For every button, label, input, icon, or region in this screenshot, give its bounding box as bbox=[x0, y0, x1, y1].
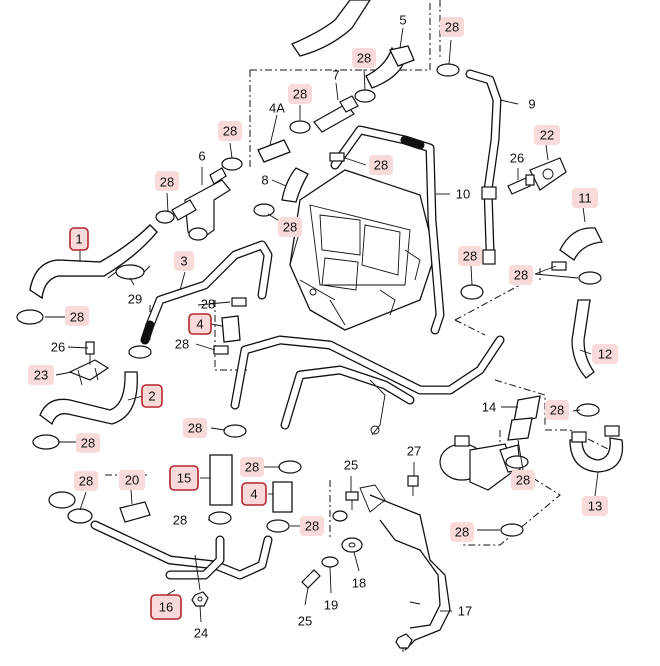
hose-1 bbox=[29, 224, 158, 300]
hose-3 bbox=[140, 240, 273, 345]
bracket-20 bbox=[119, 501, 151, 523]
label-28: 28 bbox=[305, 519, 319, 534]
label-28: 28 bbox=[160, 175, 174, 190]
label-28: 28 bbox=[173, 513, 187, 528]
label-part-20: 20 bbox=[125, 473, 139, 488]
engine-block-outline bbox=[289, 169, 436, 331]
nut-24 bbox=[191, 591, 209, 607]
label-28: 28 bbox=[516, 473, 530, 488]
hose-14 bbox=[507, 395, 541, 441]
label-part-27: 27 bbox=[407, 444, 421, 459]
label-part-24: 24 bbox=[194, 626, 208, 641]
label-part-19: 19 bbox=[324, 598, 338, 613]
bolt-26-top bbox=[507, 174, 535, 195]
label-part-18: 18 bbox=[352, 576, 366, 591]
label-part-4: 4 bbox=[250, 487, 257, 502]
label-28: 28 bbox=[445, 20, 459, 35]
label-28: 28 bbox=[283, 220, 297, 235]
bracket-23 bbox=[68, 359, 110, 386]
label-part-9: 9 bbox=[528, 97, 535, 112]
label-28: 28 bbox=[79, 474, 93, 489]
clamp-29 bbox=[107, 264, 151, 280]
pipe-9 bbox=[465, 69, 502, 265]
washer-18 bbox=[332, 510, 363, 553]
label-part-12: 12 bbox=[598, 347, 612, 362]
label-28: 28 bbox=[293, 87, 307, 102]
hose-5 bbox=[365, 45, 415, 89]
label-28: 28 bbox=[514, 268, 528, 283]
label-part-4: 4 bbox=[196, 317, 203, 332]
label-part-4A: 4A bbox=[269, 101, 285, 116]
lower-coolant-pipe bbox=[230, 335, 505, 436]
label-28: 28 bbox=[463, 249, 477, 264]
label-part-3: 3 bbox=[180, 254, 187, 269]
hose-16 bbox=[90, 520, 273, 591]
label-part-25: 25 bbox=[344, 458, 358, 473]
label-28: 28 bbox=[223, 124, 237, 139]
bolt-25-upper bbox=[345, 491, 359, 510]
washer-19 bbox=[321, 556, 339, 568]
coolant-pump bbox=[439, 435, 521, 491]
bracket-17 bbox=[359, 484, 451, 651]
hose-4-upper bbox=[221, 315, 241, 343]
hose-clamps bbox=[16, 63, 602, 537]
label-28: 28 bbox=[188, 421, 202, 436]
bolt-17-stud bbox=[409, 601, 421, 605]
label-part-8: 8 bbox=[261, 173, 268, 188]
label-part-5: 5 bbox=[399, 13, 406, 28]
hose-2 bbox=[39, 371, 138, 426]
bolt-27 bbox=[407, 475, 419, 496]
hose-13 bbox=[569, 425, 624, 473]
label-part-2: 2 bbox=[148, 389, 155, 404]
hose-4-lower bbox=[272, 481, 293, 513]
hose-11 bbox=[559, 227, 604, 261]
hose-4A bbox=[257, 139, 291, 163]
part-number-labels: 1 2 4 4 15 16 3 4A 5 6 7 8 9 10 11 12 13… bbox=[28, 13, 618, 641]
label-28: 28 bbox=[70, 310, 84, 325]
label-part-14: 14 bbox=[482, 400, 496, 415]
label-part-29: 29 bbox=[128, 292, 142, 307]
label-part-13: 13 bbox=[588, 499, 602, 514]
hose-12 bbox=[571, 299, 595, 379]
label-part-16: 16 bbox=[159, 600, 173, 615]
label-28: 28 bbox=[550, 403, 564, 418]
label-part-25: 25 bbox=[298, 614, 312, 629]
pipe-10 bbox=[330, 125, 445, 335]
clamp-labels: 28 28 28 28 28 28 28 28 28 28 28 28 28 2… bbox=[65, 17, 569, 542]
label-part-1: 1 bbox=[75, 232, 82, 247]
hose-8 bbox=[281, 167, 309, 203]
label-28: 28 bbox=[374, 158, 388, 173]
label-28: 28 bbox=[455, 525, 469, 540]
label-part-22: 22 bbox=[540, 128, 554, 143]
label-part-11: 11 bbox=[578, 191, 592, 206]
nut-bottom bbox=[395, 633, 413, 649]
hose-7 bbox=[313, 95, 359, 133]
label-part-26: 26 bbox=[510, 151, 524, 166]
label-part-26: 26 bbox=[51, 340, 65, 355]
group-frame-lines bbox=[105, 0, 611, 546]
label-28: 28 bbox=[245, 460, 259, 475]
hose-top bbox=[291, 0, 371, 57]
label-28: 28 bbox=[201, 297, 215, 312]
hose-15 bbox=[209, 454, 233, 506]
label-part-6: 6 bbox=[198, 149, 205, 164]
hose-6-body bbox=[171, 167, 231, 241]
label-28: 28 bbox=[175, 337, 189, 352]
label-part-17: 17 bbox=[458, 604, 472, 619]
label-part-23: 23 bbox=[34, 368, 48, 383]
clip-22 bbox=[529, 157, 567, 191]
label-28: 28 bbox=[357, 51, 371, 66]
bolt-25-lower bbox=[301, 569, 321, 589]
label-part-15: 15 bbox=[177, 471, 191, 486]
label-part-7: 7 bbox=[332, 68, 339, 83]
label-28: 28 bbox=[81, 436, 95, 451]
label-part-10: 10 bbox=[456, 187, 470, 202]
